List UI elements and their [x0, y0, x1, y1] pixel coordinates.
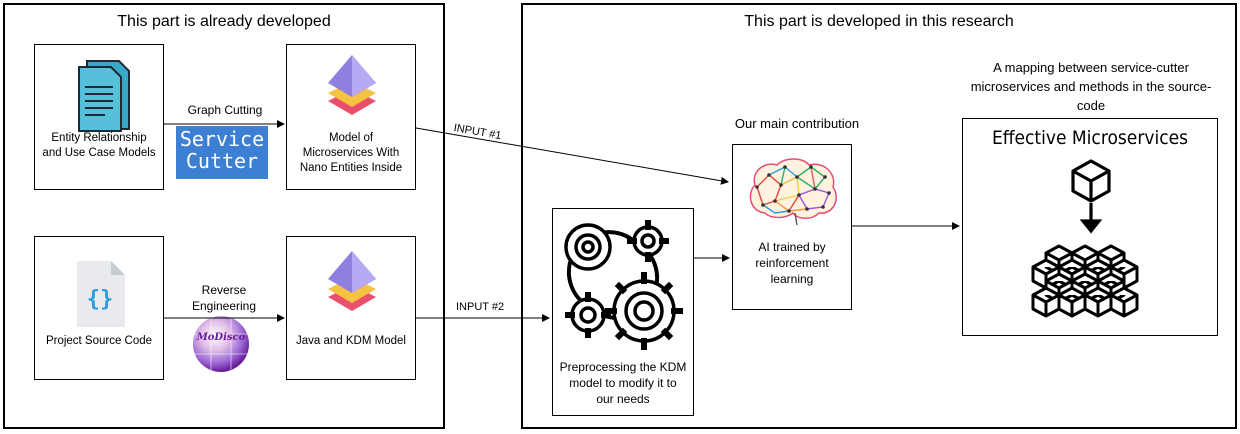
code-file-icon: {}	[77, 261, 125, 327]
ai-label: AI trained by reinforcement learning	[755, 240, 829, 286]
mapping-label: A mapping between service-cutter microse…	[970, 60, 1212, 113]
entity-models-box: Entity Relationship and Use Case Models	[34, 44, 164, 190]
layers-icon	[328, 251, 376, 311]
svg-text:{}: {}	[87, 287, 114, 312]
left-panel-title: This part is already developed	[117, 13, 331, 30]
service-cutter-line1: Service	[179, 127, 265, 151]
entity-models-label: Entity Relationship and Use Case Models	[42, 132, 156, 159]
cube-icon	[1031, 286, 1061, 318]
kdm-model-label: Java and KDM Model	[296, 335, 406, 347]
nano-model-label: Model of Microservices With Nano Entitie…	[299, 132, 403, 174]
layers-icon	[328, 55, 376, 115]
input1-arrow	[415, 127, 729, 185]
right-panel-title: This part is developed in this research	[744, 13, 1014, 30]
preprocessing-label: Preprocessing the KDM model to modify it…	[559, 360, 687, 406]
nano-model-box: Model of Microservices With Nano Entitie…	[286, 44, 416, 190]
cubes-icon	[1031, 159, 1139, 318]
service-cutter-logo: Service Cutter	[176, 126, 268, 179]
effective-microservices-box: Effective Microservices	[962, 118, 1218, 336]
reverse-engineering-label: Reverse Engineering	[191, 283, 257, 313]
cube-icon	[1083, 286, 1113, 318]
gears-icon	[564, 220, 683, 350]
brain-icon	[749, 158, 837, 226]
graph-cutting-label: Graph Cutting	[187, 103, 263, 117]
effective-microservices-title: Effective Microservices	[991, 127, 1189, 149]
main-contribution-label: Our main contribution	[734, 116, 860, 131]
source-code-box: {} Project Source Code	[34, 236, 164, 380]
ai-box: AI trained by reinforcement learning	[732, 144, 852, 310]
preprocessing-box: Preprocessing the KDM model to modify it…	[552, 208, 694, 416]
document-icon	[78, 60, 130, 132]
source-code-label: Project Source Code	[45, 335, 153, 347]
modisco-logo: MoDisco	[186, 312, 256, 376]
cube-icon	[1109, 286, 1139, 318]
input2-label: INPUT #2	[456, 301, 505, 313]
service-cutter-line2: Cutter	[185, 149, 259, 173]
cube-grid	[1031, 244, 1139, 318]
modisco-label: MoDisco	[196, 332, 246, 343]
kdm-model-box: Java and KDM Model	[286, 236, 416, 380]
